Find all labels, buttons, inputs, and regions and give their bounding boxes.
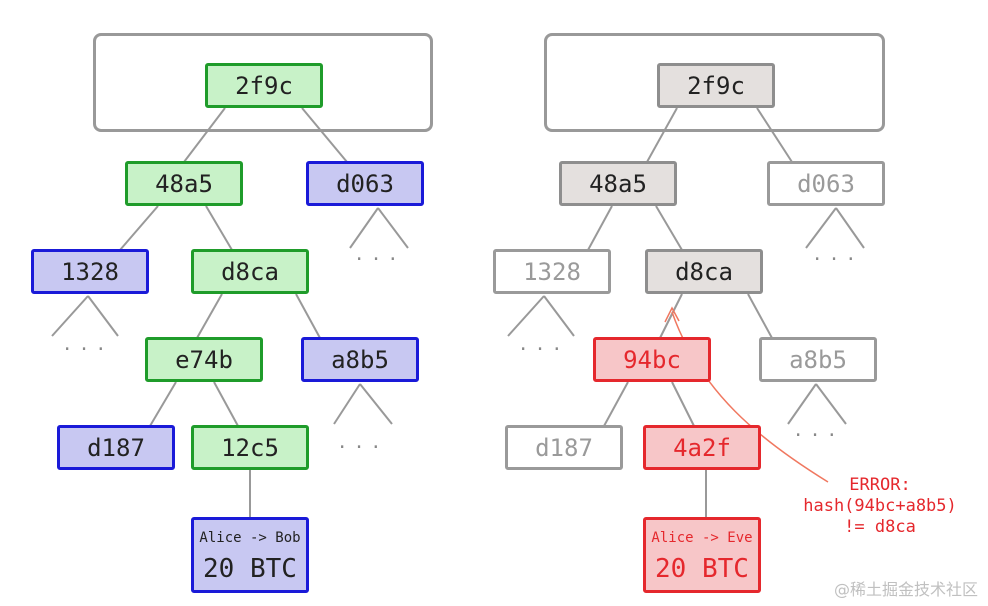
error-arrowhead	[664, 306, 680, 323]
left-ellipsis-a8b5: ...	[336, 432, 388, 453]
left-ellipsis-d063: ...	[353, 244, 405, 265]
right-node-48a5: 48a5	[559, 161, 677, 206]
watermark: @稀土掘金技术社区	[833, 580, 978, 599]
left-transaction-leaf: Alice -> Bob 20 BTC	[191, 517, 309, 593]
left-node-12c5: 12c5	[191, 425, 309, 470]
right-node-d187: d187	[505, 425, 623, 470]
left-root-node: 2f9c	[205, 63, 323, 108]
left-leaf-amount: 20 BTC	[203, 554, 297, 584]
right-root-node: 2f9c	[657, 63, 775, 108]
right-root-frame	[544, 33, 885, 132]
left-node-a8b5: a8b5	[301, 337, 419, 382]
left-node-1328: 1328	[31, 249, 149, 294]
left-node-d8ca: d8ca	[191, 249, 309, 294]
left-root-frame	[93, 33, 433, 132]
left-node-d187: d187	[57, 425, 175, 470]
right-ellipsis-1328: ...	[517, 334, 569, 355]
error-line-1: ERROR:	[849, 475, 911, 495]
right-node-94bc: 94bc	[593, 337, 711, 382]
right-node-d8ca: d8ca	[645, 249, 763, 294]
error-line-3: != d8ca	[844, 517, 916, 537]
left-node-d063: d063	[306, 161, 424, 206]
left-node-e74b: e74b	[145, 337, 263, 382]
right-node-4a2f: 4a2f	[643, 425, 761, 470]
error-note: ERROR: hash(94bc+a8b5) != d8ca	[780, 475, 980, 538]
right-transaction-leaf: Alice -> Eve 20 BTC	[643, 517, 761, 593]
right-node-a8b5: a8b5	[759, 337, 877, 382]
error-line-2: hash(94bc+a8b5)	[803, 496, 957, 516]
left-ellipsis-1328: ...	[61, 334, 113, 355]
left-leaf-transfer: Alice -> Bob	[199, 530, 301, 546]
right-node-1328: 1328	[493, 249, 611, 294]
right-ellipsis-a8b5: ...	[792, 420, 844, 441]
right-leaf-transfer: Alice -> Eve	[651, 530, 753, 546]
left-node-48a5: 48a5	[125, 161, 243, 206]
right-node-d063: d063	[767, 161, 885, 206]
right-ellipsis-d063: ...	[811, 244, 863, 265]
right-leaf-amount: 20 BTC	[655, 554, 749, 584]
